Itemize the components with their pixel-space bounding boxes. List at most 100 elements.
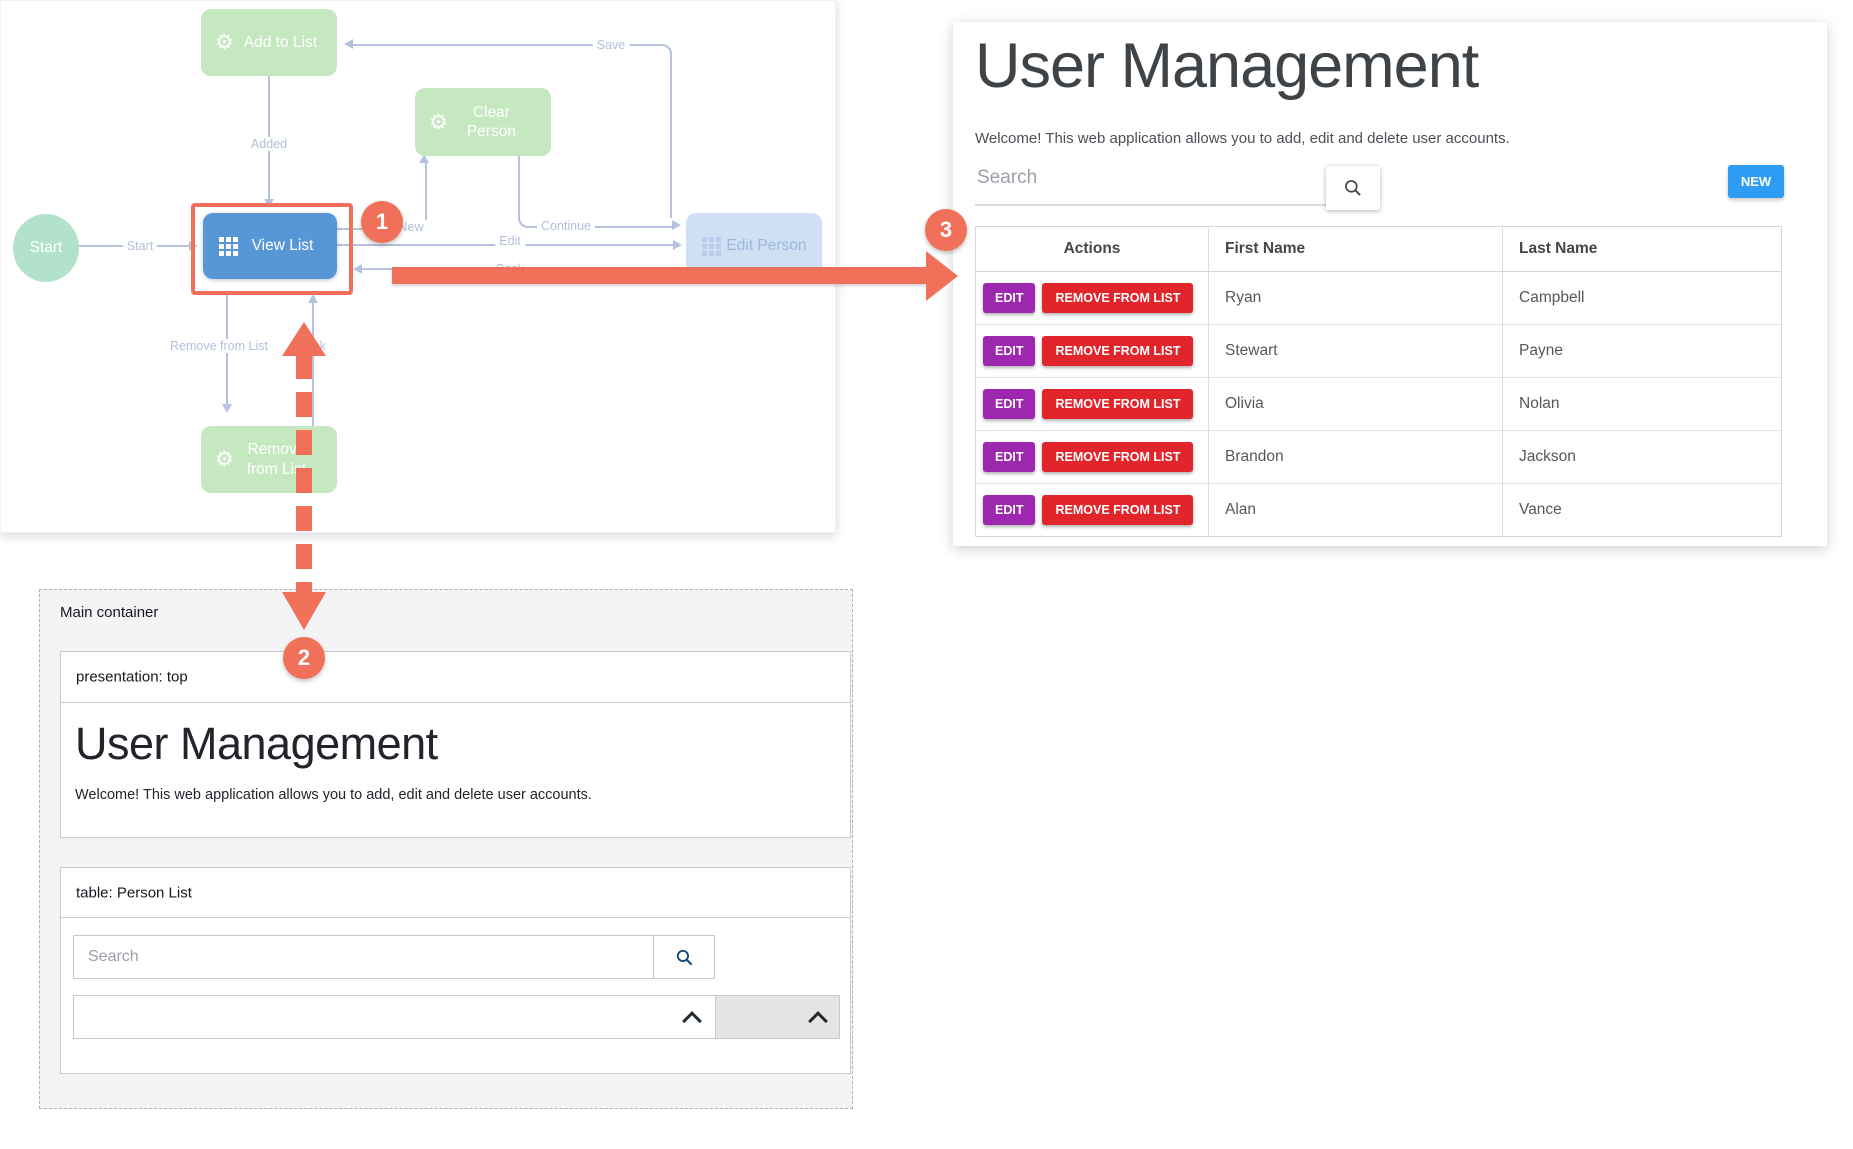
first-name-cell: Olivia [1209,378,1503,430]
app-preview-panel: User Management Welcome! This web applic… [953,22,1827,546]
last-name-cell: Vance [1519,501,1562,518]
edge-back-upper-arrowhead [353,264,362,274]
callout-arrow-2-up-head [282,322,326,356]
node-start[interactable]: Start [13,214,79,282]
last-name-cell: Jackson [1519,448,1576,465]
table-row: EDIT REMOVE FROM LIST Ryan Campbell [976,272,1781,325]
edge-edit-arrowhead [673,240,682,250]
edit-button[interactable]: EDIT [983,336,1036,366]
callout-arrow-2-down-head [282,592,326,630]
table-row: EDIT REMOVE FROM LIST Brandon Jackson [976,431,1781,484]
node-add-to-list-label: Add to List [243,33,318,51]
table-content-box [60,917,851,1074]
edit-button[interactable]: EDIT [983,389,1036,419]
actions-cell: EDIT REMOVE FROM LIST [976,431,1209,483]
structure-panel: Main container presentation: top User Ma… [39,589,853,1109]
user-table-body: EDIT REMOVE FROM LIST Ryan Campbell EDIT… [976,272,1781,536]
edit-button[interactable]: EDIT [983,495,1036,525]
last-name-cell: Payne [1519,342,1563,359]
edge-label-edit: Edit [495,234,525,248]
node-remove-from-list[interactable]: ⚙ Remove from List [201,426,337,493]
edge-label-start: Start [122,239,158,253]
actions-cell: EDIT REMOVE FROM LIST [976,484,1209,536]
node-view-list[interactable]: View List [203,213,337,279]
search-input[interactable] [975,152,1328,206]
page-title: User Management [975,31,1479,101]
table-strip-label: table: Person List [76,884,192,901]
node-view-list-label: View List [251,237,314,255]
sort-header-cell-secondary[interactable] [715,995,840,1039]
presentation-strip: presentation: top [60,651,851,703]
gear-icon: ⚙ [215,31,234,54]
wireframe-search-input[interactable] [73,935,654,979]
wireframe-search-button[interactable] [653,935,715,979]
user-table: Actions First Name Last Name EDIT REMOVE… [975,226,1782,537]
new-button[interactable]: NEW [1728,165,1784,198]
gear-icon: ⚙ [429,110,448,134]
remove-from-list-button[interactable]: REMOVE FROM LIST [1042,389,1194,419]
edge-label-continue: Continue [536,219,596,233]
first-name-cell: Alan [1209,484,1503,536]
remove-from-list-button[interactable]: REMOVE FROM LIST [1042,336,1194,366]
edge-new-arrowhead [419,154,429,163]
callout-badge-3: 3 [925,209,967,251]
table-strip: table: Person List [60,867,851,918]
edge-back-lower [312,302,314,426]
actions-cell: EDIT REMOVE FROM LIST [976,325,1209,377]
edge-save-arrowhead [344,39,353,49]
edge-label-save: Save [592,38,630,52]
edge-continue [518,156,674,228]
node-clear-person-label: Clear Person [466,103,516,140]
remove-from-list-button[interactable]: REMOVE FROM LIST [1042,495,1194,525]
column-header-last-name: Last Name [1519,240,1598,257]
chevron-up-icon[interactable] [682,1011,702,1031]
edge-label-added: Added [246,137,292,151]
edge-remove-from-list-arrowhead [222,404,232,413]
last-name-cell: Campbell [1519,289,1585,306]
gear-icon: ⚙ [215,448,234,471]
chevron-up-icon[interactable] [808,1011,828,1031]
presentation-content-box: User Management Welcome! This web applic… [60,702,851,838]
node-start-label: Start [29,239,63,256]
grid-icon [702,236,721,256]
last-name-cell: Nolan [1519,395,1560,412]
edge-back-lower-arrowhead [308,294,318,303]
callout-badge-2: 2 [283,637,325,679]
node-add-to-list[interactable]: ⚙ Add to List [201,9,337,76]
first-name-cell: Brandon [1209,431,1503,483]
actions-cell: EDIT REMOVE FROM LIST [976,378,1209,430]
edge-save [348,44,672,218]
callout-arrow-2-dashed-shaft [296,354,312,592]
grid-icon [219,236,238,256]
node-clear-person[interactable]: ⚙ Clear Person [415,88,551,156]
node-edit-person-label: Edit Person [726,237,807,255]
remove-from-list-button[interactable]: REMOVE FROM LIST [1042,283,1194,313]
wireframe-page-subtitle: Welcome! This web application allows you… [75,787,592,803]
page-subtitle: Welcome! This web application allows you… [975,130,1510,147]
search-icon [676,949,692,965]
edge-label-remove-from-list: Remove from List [166,339,272,353]
callout-arrow-3-head [926,251,958,301]
search-button[interactable] [1326,166,1380,210]
edit-button[interactable]: EDIT [983,283,1036,313]
presentation-strip-label: presentation: top [76,668,188,686]
column-header-first-name: First Name [1209,227,1503,271]
wireframe-page-title: User Management [75,718,438,769]
table-row: EDIT REMOVE FROM LIST Olivia Nolan [976,378,1781,431]
search-icon [1345,180,1361,196]
user-table-header: Actions First Name Last Name [976,227,1781,272]
actions-cell: EDIT REMOVE FROM LIST [976,272,1209,324]
microflow-diagram-panel: Save Added Start New Continue Edit Back … [0,0,836,533]
first-name-cell: Stewart [1209,325,1503,377]
table-row: EDIT REMOVE FROM LIST Stewart Payne [976,325,1781,378]
first-name-cell: Ryan [1209,272,1503,324]
table-row: EDIT REMOVE FROM LIST Alan Vance [976,484,1781,536]
edit-button[interactable]: EDIT [983,442,1036,472]
sort-header-cell[interactable] [73,995,716,1039]
callout-arrow-3-shaft [392,267,926,284]
node-remove-from-list-label: Remove from List [246,441,307,478]
remove-from-list-button[interactable]: REMOVE FROM LIST [1042,442,1194,472]
edge-continue-arrowhead [672,220,681,230]
main-container-label: Main container [60,604,159,621]
